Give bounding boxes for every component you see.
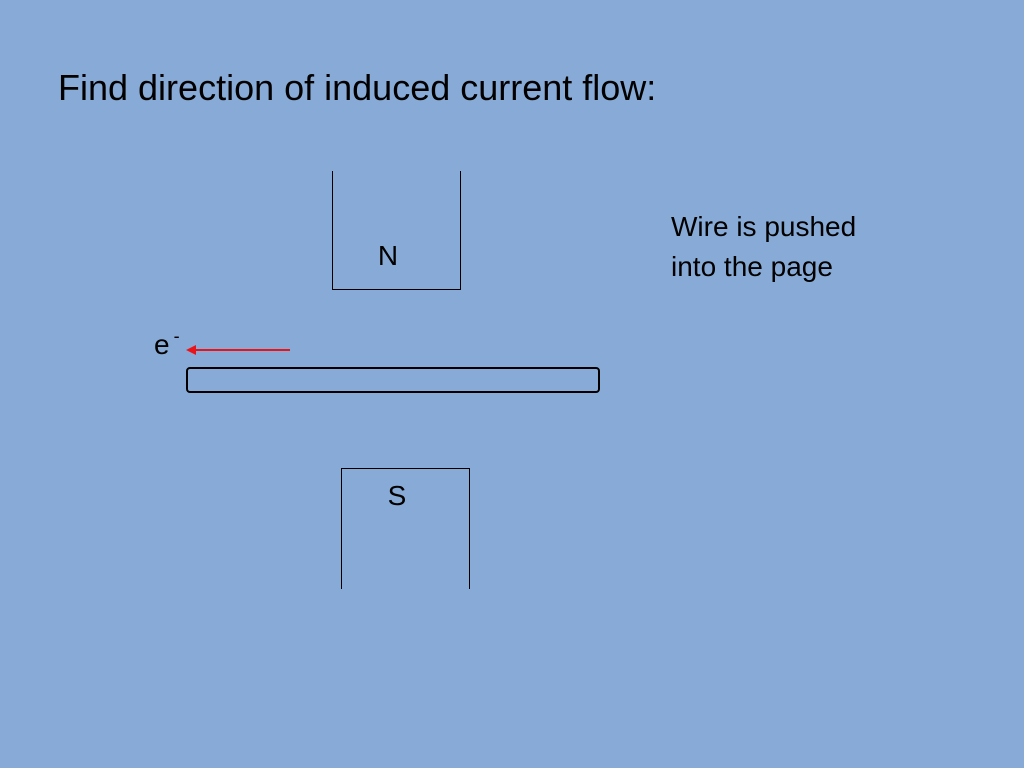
north-magnet [332,171,461,290]
electron-charge: - [173,326,180,346]
electron-label: e- [154,320,180,361]
slide-title: Find direction of induced current flow: [58,67,657,108]
wire [186,367,600,393]
arrow-head-icon [186,345,196,355]
south-pole-label: S [387,480,407,511]
electron-velocity-arrow [186,345,290,355]
wire-motion-note: Wire is pushed into the page [671,211,857,282]
electron-symbol: e [154,329,170,360]
south-magnet [341,468,470,589]
north-pole-label: N [377,240,399,271]
